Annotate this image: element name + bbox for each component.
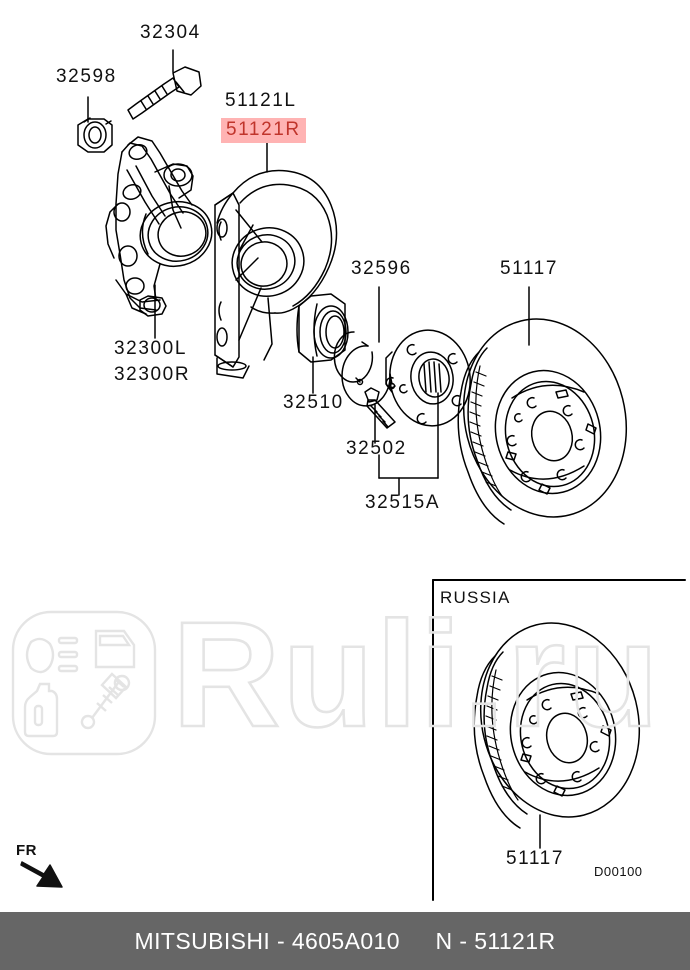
- parts-line-art: [20, 49, 686, 901]
- part-32510-wheel-bearing: [296, 293, 349, 363]
- label-32304: 32304: [140, 22, 201, 43]
- footer-bar: MITSUBISHI - 4605A010 N - 51121R: [0, 912, 690, 970]
- label-51121L: 51121L: [225, 90, 297, 111]
- label-51121R-highlighted: 51121R: [221, 118, 306, 143]
- label-32596: 32596: [351, 258, 412, 279]
- footer-dash-2: -: [459, 927, 468, 954]
- fr-label: FR: [16, 842, 37, 859]
- footer-caption: MITSUBISHI - 4605A010 N - 51121R: [135, 928, 556, 955]
- footer-prefix: N: [435, 927, 453, 954]
- label-32510: 32510: [283, 392, 344, 413]
- inset-russia-frame: [432, 579, 686, 901]
- part-51117-brake-disc: [457, 318, 628, 525]
- part-32596-snap-ring: [333, 331, 396, 407]
- label-32515A: 32515A: [365, 492, 441, 513]
- diagram-reference-code: D00100: [594, 864, 643, 879]
- part-51121-dust-shield: [214, 169, 338, 379]
- part-32515A-wheel-hub: [385, 329, 471, 427]
- footer-brand: MITSUBISHI: [134, 927, 271, 954]
- footer-part-number: 51121R: [474, 927, 556, 954]
- label-32598: 32598: [56, 66, 117, 87]
- label-51117-russia: 51117: [506, 848, 565, 869]
- diagram-area: Ruli.ru: [11, 22, 686, 901]
- fr-direction-arrow: [20, 861, 63, 888]
- footer-diagram-number: 4605A010: [291, 927, 400, 954]
- part-32300-steering-knuckle: [105, 136, 213, 317]
- part-32502-hub-stud: [364, 387, 396, 429]
- label-51117: 51117: [500, 258, 559, 279]
- footer-dash-1: -: [276, 927, 286, 954]
- part-32598-nut: [77, 117, 113, 153]
- inset-title-russia: RUSSIA: [440, 588, 511, 607]
- label-32300R: 32300R: [114, 364, 191, 385]
- part-32304-bolt: [127, 66, 202, 120]
- part-51117-brake-disc-russia: [473, 622, 641, 829]
- label-32300L: 32300L: [114, 338, 188, 359]
- label-32502: 32502: [346, 438, 407, 459]
